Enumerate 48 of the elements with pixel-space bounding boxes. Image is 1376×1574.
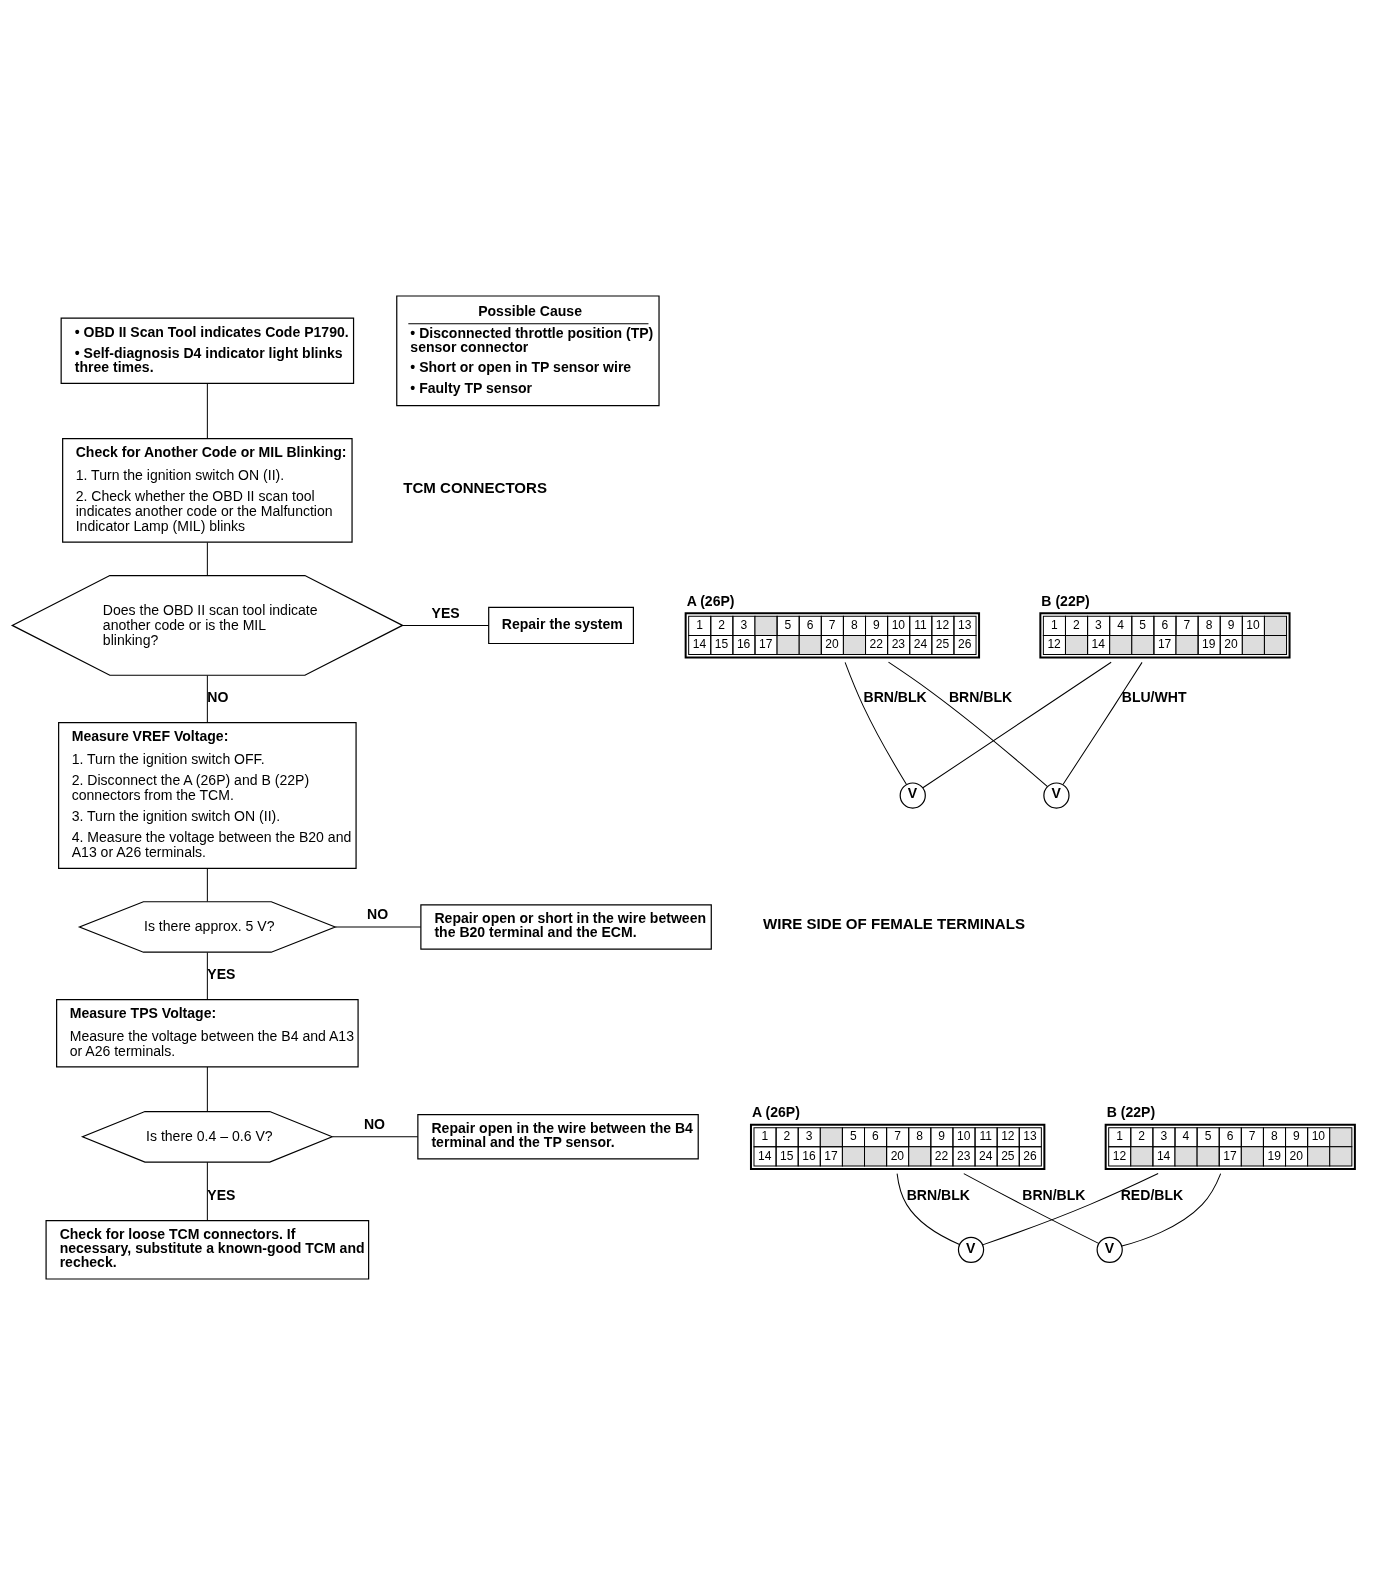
node-circle: V bbox=[1096, 1236, 1123, 1263]
connector bbox=[922, 661, 1112, 788]
edge-label: BRN/BLK bbox=[906, 1186, 970, 1203]
edge-label: NO bbox=[363, 1115, 385, 1132]
node-circle: V bbox=[899, 781, 926, 809]
edge-label: YES bbox=[431, 604, 460, 621]
edge-label: BRN/BLK bbox=[948, 688, 1013, 705]
connector bbox=[888, 661, 1048, 787]
connector bbox=[206, 674, 208, 723]
node-circle: V bbox=[957, 1236, 985, 1263]
node-box: Repair open or short in the wire between the B20 terminal and the ECM. bbox=[420, 903, 712, 950]
node-box: Check for Another Code or MIL Blinking: 1. Turn the ignition switch ON (II). 2. Check whether the OBD II scan tool indicates another code or the Malfunction Indicator Lamp (MIL) blinks bbox=[62, 437, 353, 543]
connector bbox=[896, 1172, 960, 1245]
connector bbox=[1121, 1172, 1222, 1246]
node-label: A (26P) bbox=[751, 1103, 800, 1120]
connector bbox=[206, 867, 208, 902]
connector bbox=[206, 382, 208, 439]
connector bbox=[402, 624, 490, 626]
connector bbox=[206, 1161, 208, 1221]
connector bbox=[1062, 661, 1143, 785]
node-box: Repair open in the wire between the B4 terminal and the TP sensor. bbox=[417, 1113, 699, 1159]
edge-label: BRN/BLK bbox=[1022, 1186, 1086, 1203]
node-box: Repair the system bbox=[488, 606, 634, 644]
edge-label: RED/BLK bbox=[1120, 1186, 1184, 1203]
node-box: Measure TPS Voltage: Measure the voltage between the B4 and A13 or A26 terminals. bbox=[56, 998, 359, 1068]
node-box: • OBD II Scan Tool indicates Code P1790. • Self-diagnosis D4 indicator light blinks three times. bbox=[60, 317, 355, 384]
label: TCM CONNECTORS bbox=[403, 478, 547, 496]
connector bbox=[334, 926, 422, 927]
connector bbox=[963, 1172, 1100, 1244]
node-label: B (22P) bbox=[1041, 592, 1090, 609]
connector bbox=[206, 1065, 208, 1112]
connector bbox=[982, 1172, 1159, 1245]
edge-label: BLU/WHT bbox=[1121, 688, 1187, 705]
connector bbox=[844, 661, 907, 785]
node-label: A (26P) bbox=[686, 592, 735, 609]
node-circle: V bbox=[1043, 781, 1070, 809]
edge-label: BRN/BLK bbox=[863, 688, 927, 705]
edge-label: NO bbox=[207, 688, 229, 705]
label: WIRE SIDE OF FEMALE TERMINALS bbox=[763, 914, 1025, 932]
edge-label: NO bbox=[367, 905, 389, 922]
connector bbox=[206, 951, 208, 1000]
node-box: Measure VREF Voltage: 1. Turn the ignition switch OFF. 2. Disconnect the A (26P) and B (22P) connectors from the TCM. 3. Turn the ignition switch ON (II). 4. Measure the voltage between the B20 and A13 or A26 terminals. bbox=[58, 721, 357, 869]
connector bbox=[332, 1135, 419, 1137]
node-label: B (22P) bbox=[1106, 1103, 1156, 1120]
connector bbox=[206, 541, 208, 576]
node-box: 1 2 3 5 6 7 8 9 10 11 12 13 14 15 16 17 20 22 23 24 25 26 bbox=[684, 611, 981, 659]
node-box: Check for loose TCM connectors. If necessary, substitute a known-good TCM and recheck. bbox=[45, 1219, 370, 1280]
node-box: Possible Cause • Disconnected throttle position (TP) sensor connector • Short or open in TP sensor wire • Faulty TP sensor bbox=[396, 294, 660, 406]
